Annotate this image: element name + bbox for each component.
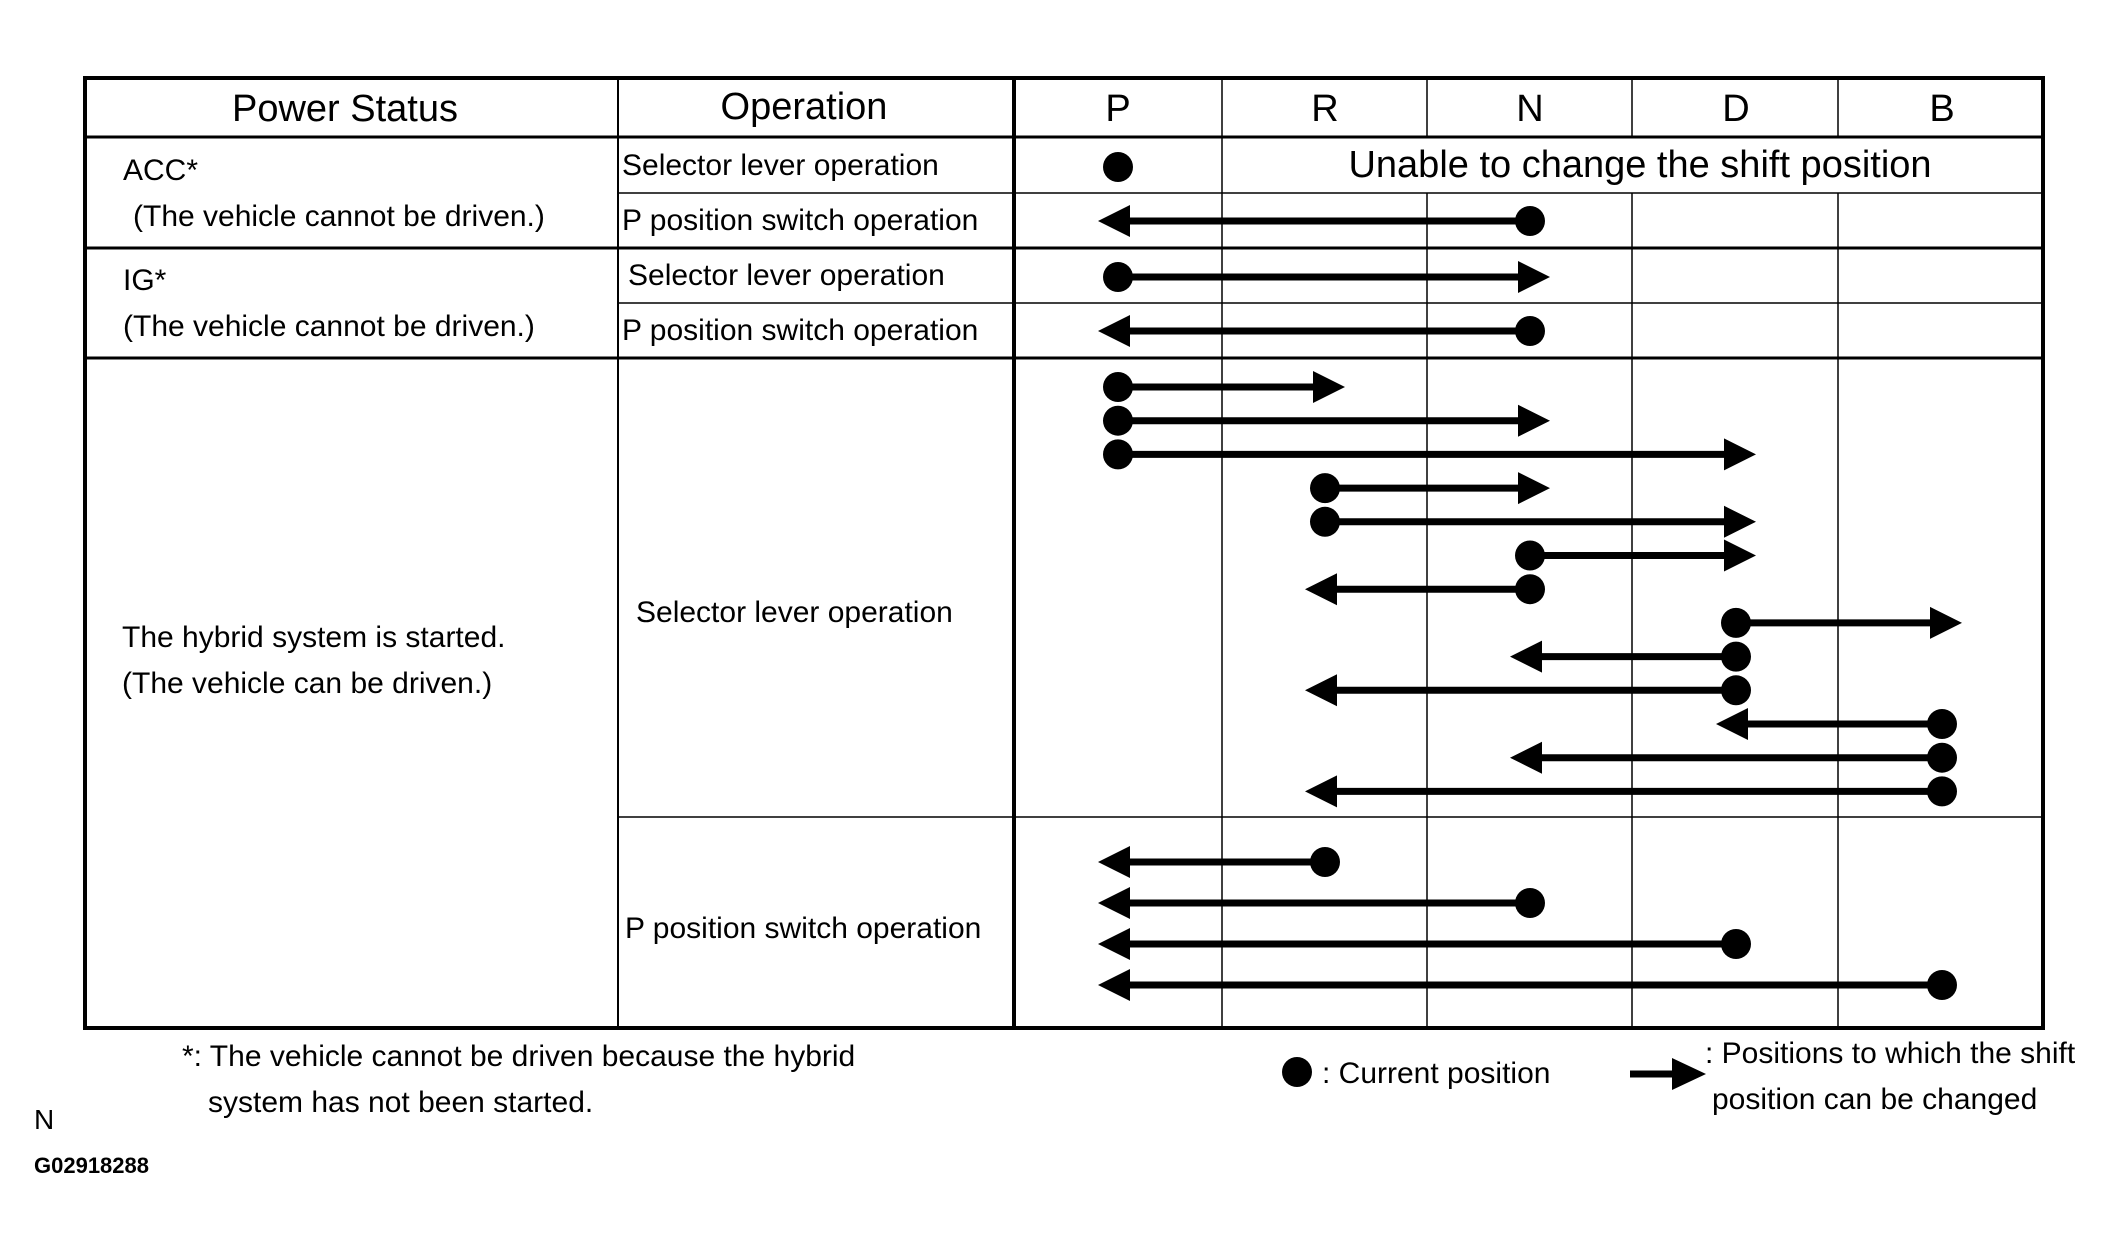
transition-hybrid-selector-r-to-d [1310, 505, 1756, 538]
position-header-b: B [1929, 88, 1954, 130]
shift-arrow-head [1510, 741, 1542, 774]
legend-current-position-dot [1282, 1057, 1312, 1087]
shift-arrow-head [1518, 404, 1550, 437]
legend-arrow-label-1: : Positions to which the shift [1705, 1037, 2076, 1070]
transition-hybrid-selector-d-to-n [1510, 640, 1751, 673]
transition-hybrid-selector-n-to-d [1515, 539, 1756, 572]
acc-switch-operation: P position switch operation [622, 204, 978, 237]
transition-hybrid-switch-n-to-p [1098, 887, 1545, 919]
shift-arrow-head [1305, 674, 1337, 707]
footnote-line-2: system has not been started. [208, 1086, 593, 1119]
transition-hybrid-selector-p-to-r [1103, 371, 1345, 403]
shift-arrow-head [1510, 640, 1542, 673]
transition-hybrid-selector-d-to-r [1305, 674, 1751, 707]
transition-hybrid-switch-r-to-p [1098, 846, 1340, 878]
header-power-status: Power Status [232, 88, 458, 130]
transition-hybrid-switch-d-to-p [1098, 928, 1751, 960]
shift-transition-marks [1098, 152, 1962, 1001]
legend-arrow-label-2: position can be changed [1712, 1083, 2037, 1116]
transition-hybrid-selector-r-to-n [1310, 472, 1550, 505]
shift-arrow-head [1724, 438, 1756, 471]
shift-arrow-head [1716, 708, 1748, 740]
hybrid-switch-operation: P position switch operation [625, 912, 981, 945]
shift-arrow-head [1305, 775, 1337, 808]
figure-id: G02918288 [34, 1153, 149, 1178]
transition-hybrid-selector-b-to-d [1716, 708, 1957, 740]
shift-arrow-head [1098, 969, 1130, 1001]
header-operation: Operation [721, 86, 888, 128]
footnote-line-1: *: The vehicle cannot be driven because … [182, 1040, 855, 1073]
acc-unable-text: Unable to change the shift position [1348, 144, 1931, 186]
shift-arrow-head [1098, 887, 1130, 919]
shift-arrow-head [1518, 472, 1550, 505]
shift-arrow-head [1930, 606, 1962, 639]
transition-hybrid-selector-b-to-r [1305, 775, 1957, 808]
position-header-r: R [1311, 88, 1338, 130]
transition-acc-switch-n-to-p [1098, 205, 1545, 237]
position-header-n: N [1516, 88, 1543, 130]
acc-selector-operation: Selector lever operation [622, 149, 939, 182]
position-header-d: D [1722, 88, 1749, 130]
ig-selector-operation: Selector lever operation [628, 259, 945, 292]
shift-arrow-head [1098, 928, 1130, 960]
transition-ig-selector-p-to-n [1103, 261, 1550, 293]
ig-switch-operation: P position switch operation [622, 314, 978, 347]
transition-ig-switch-n-to-p [1098, 315, 1545, 347]
current-position-dot [1103, 152, 1133, 182]
shift-arrow-head [1518, 261, 1550, 293]
acc-status-label: ACC* [123, 154, 198, 187]
transition-hybrid-selector-n-to-r [1305, 573, 1545, 606]
corner-label: N [34, 1104, 54, 1135]
shift-arrow-head [1098, 315, 1130, 347]
shift-arrow-head [1098, 846, 1130, 878]
transition-hybrid-selector-b-to-n [1510, 741, 1957, 774]
transition-hybrid-selector-p-to-d [1103, 438, 1756, 471]
shift-arrow-head [1313, 371, 1345, 403]
transition-acc-selector-p-to-none [1103, 152, 1133, 182]
transition-hybrid-switch-b-to-p [1098, 969, 1957, 1001]
hybrid-selector-operation: Selector lever operation [636, 596, 953, 629]
ig-status-label: IG* [123, 264, 167, 297]
position-header-p: P [1105, 88, 1130, 130]
acc-status-note: (The vehicle cannot be driven.) [133, 200, 545, 233]
transition-hybrid-selector-p-to-n [1103, 404, 1550, 437]
hybrid-status-note: (The vehicle can be driven.) [122, 667, 492, 700]
transition-hybrid-selector-d-to-b [1721, 606, 1962, 639]
legend-arrow-head [1672, 1058, 1706, 1090]
shift-arrow-head [1305, 573, 1337, 606]
legend-current-position-label: : Current position [1322, 1057, 1550, 1090]
shift-arrow-head [1098, 205, 1130, 237]
shift-arrow-head [1724, 505, 1756, 538]
shift-arrow-head [1724, 539, 1756, 572]
ig-status-note: (The vehicle cannot be driven.) [123, 310, 535, 343]
hybrid-status-label: The hybrid system is started. [122, 621, 505, 654]
table-border [83, 76, 2045, 1030]
